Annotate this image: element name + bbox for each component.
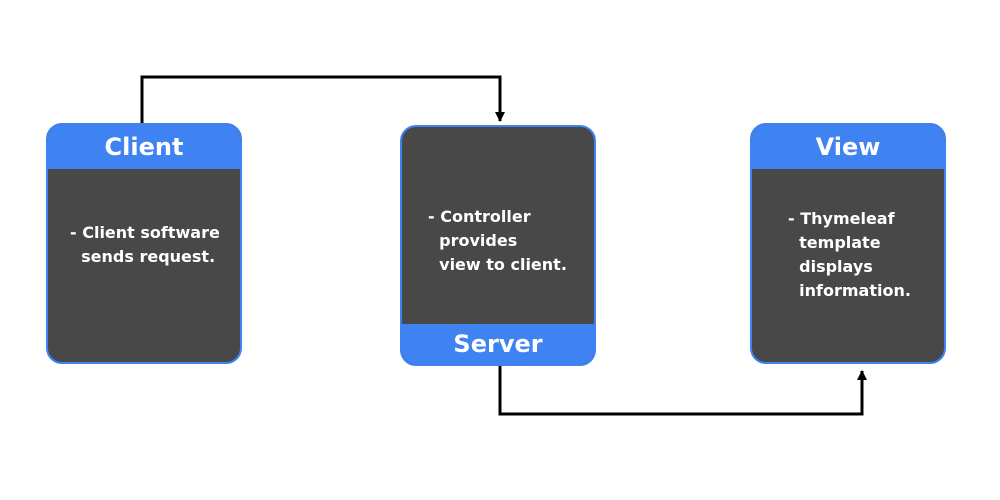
view-title: View	[752, 125, 944, 169]
arrow-server-to-view	[498, 366, 867, 416]
client-title: Client	[48, 125, 240, 169]
client-box: Client - Client software sends request.	[46, 123, 242, 364]
client-description: - Client software sends request.	[70, 223, 220, 266]
view-box: View - Thymeleaf template displays infor…	[750, 123, 946, 364]
server-title: Server	[402, 324, 594, 364]
view-description: - Thymeleaf template displays informatio…	[788, 209, 911, 300]
arrow-client-to-server	[140, 75, 505, 123]
server-description: - Controller provides view to client.	[428, 207, 567, 274]
server-box: - Controller provides view to client. Se…	[400, 125, 596, 366]
